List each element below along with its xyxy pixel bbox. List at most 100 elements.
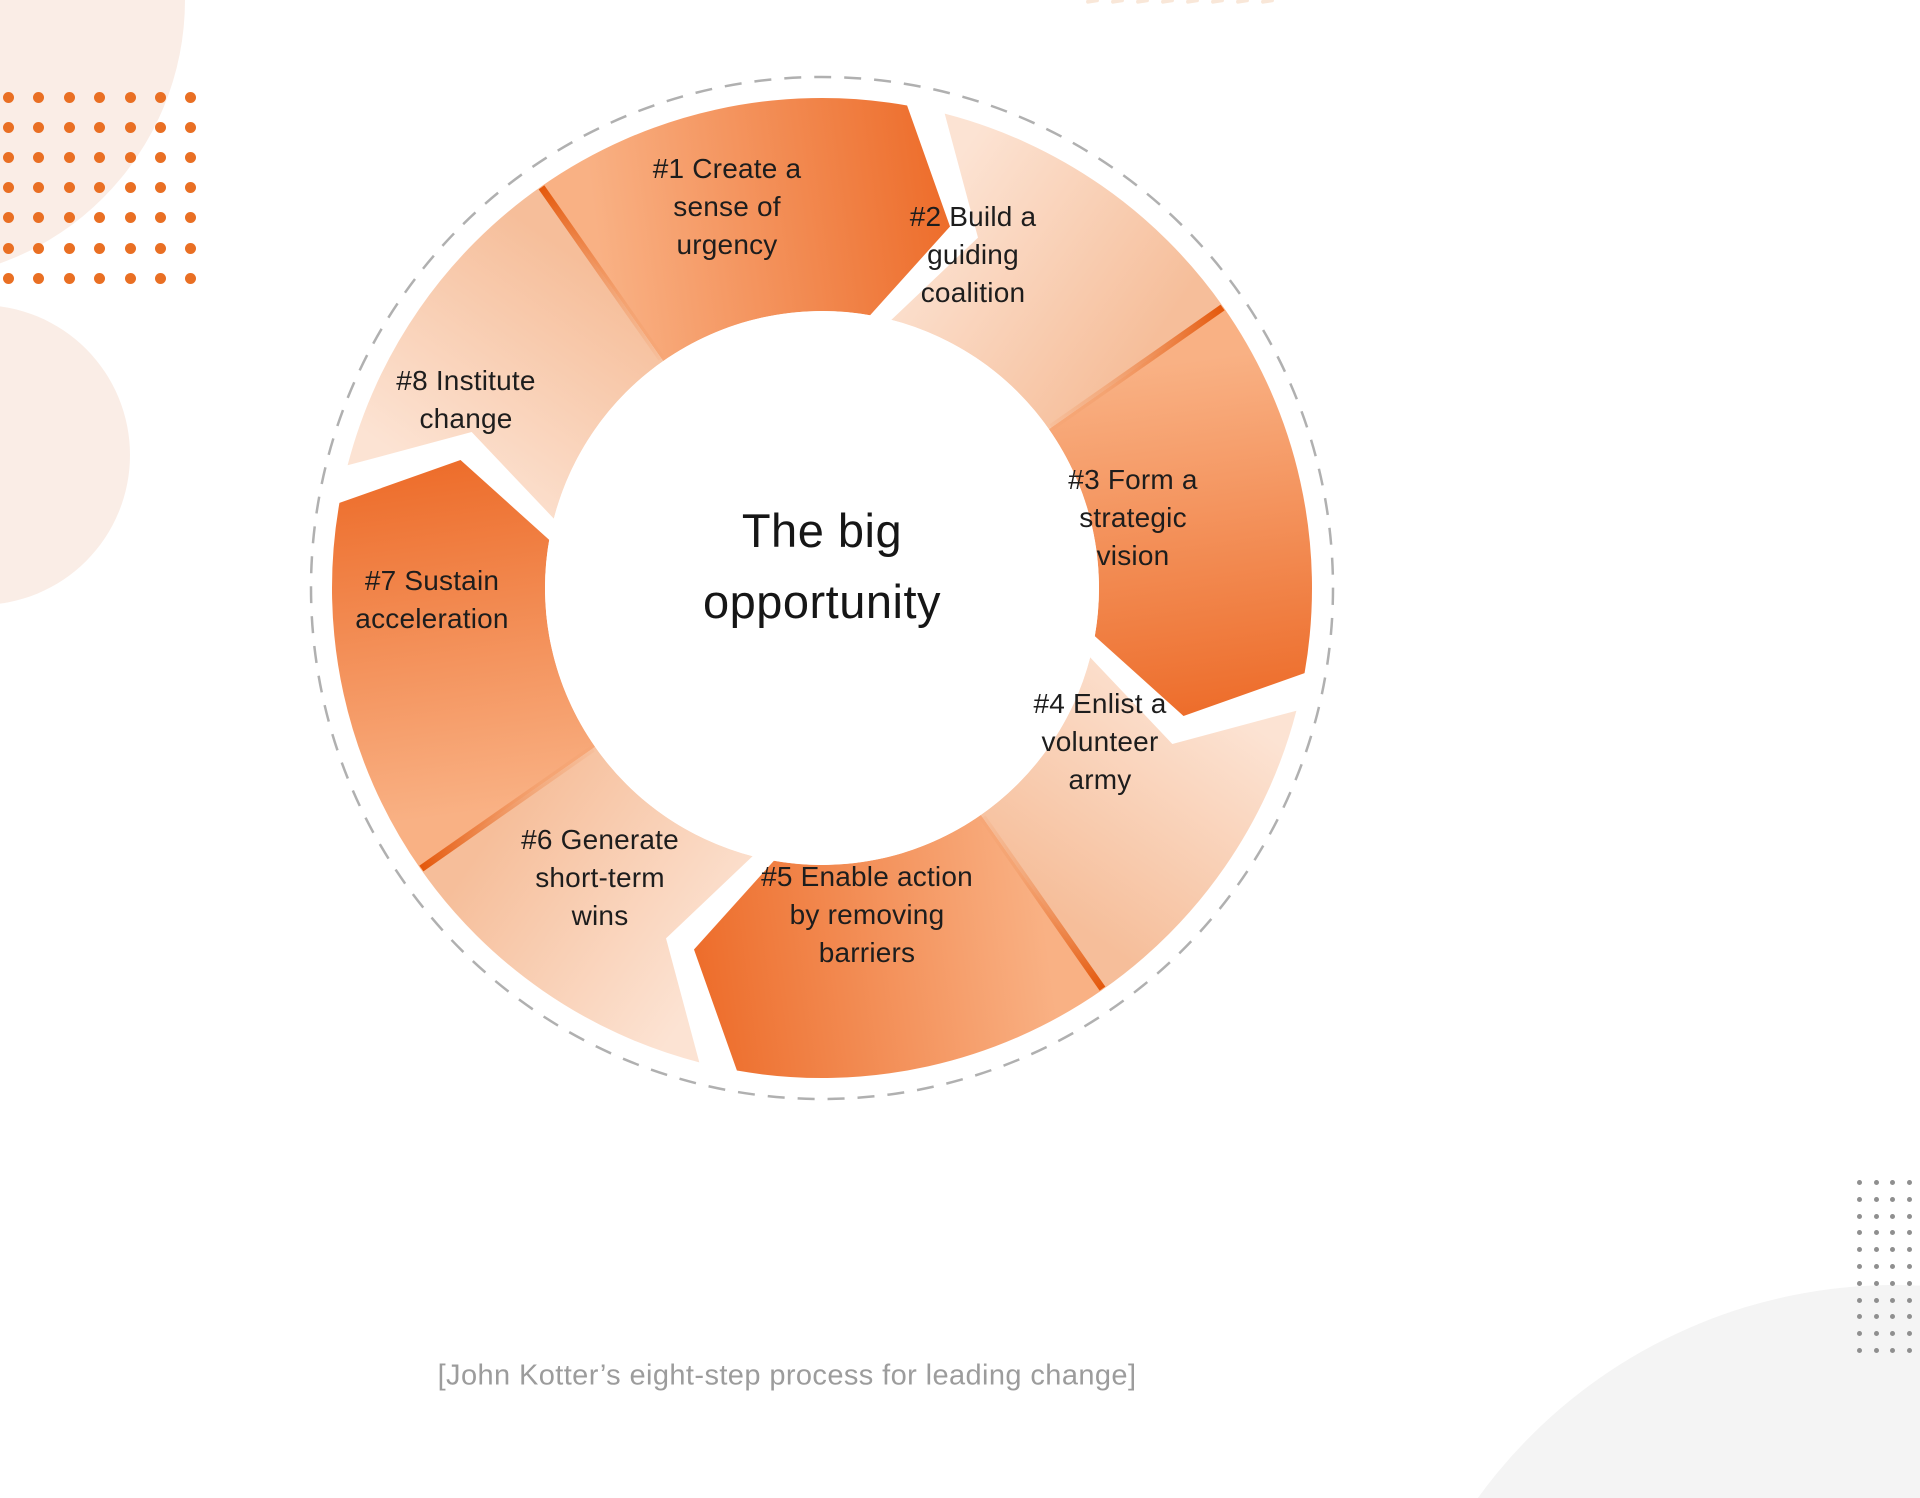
orange-dot [185,182,197,194]
step-2-label: #2 Build a guiding coalition [909,201,1037,308]
orange-dot [3,122,14,134]
gray-dot [1890,1331,1896,1337]
orange-dot [155,152,166,164]
orange-dot [33,242,45,254]
gray-dot [1890,1230,1896,1236]
gray-dot [1857,1264,1862,1269]
orange-dot [33,122,45,134]
orange-dot [124,212,136,224]
gray-dot [1857,1180,1862,1185]
gray-dot [1873,1348,1879,1353]
orange-dot [124,122,136,134]
gray-dot [1906,1348,1912,1353]
gray-dot [1873,1230,1879,1236]
gray-dot [1873,1264,1879,1269]
gray-dot [1873,1196,1879,1202]
step-1-label: #1 Create a sense of urgency [652,153,802,260]
step-7-segment [331,459,596,870]
orange-dot [185,122,197,134]
orange-dot [33,92,45,103]
orange-dot [185,242,197,254]
orange-dot [124,272,136,284]
gray-dot [1906,1297,1912,1303]
diagram-center-title: The big opportunity [702,504,942,628]
gray-dot [1873,1180,1879,1185]
orange-dot [3,212,14,224]
gray-dot [1906,1180,1912,1185]
orange-dot [94,212,106,224]
orange-dot [94,272,106,284]
segment-divider [419,745,595,872]
gray-dot [1873,1331,1879,1337]
orange-dot [3,92,14,103]
orange-dot [33,272,45,284]
outer-dashed-ring [309,75,1335,1101]
orange-dot [63,242,75,254]
orange-dot [63,182,75,194]
orange-dot [3,182,14,194]
gray-dot [1890,1180,1896,1185]
orange-dot [63,152,75,164]
gray-dot [1890,1264,1896,1269]
step-6-segment [420,746,753,1063]
gray-dot [1857,1297,1862,1303]
gray-dot [1873,1213,1879,1219]
segment-divider [538,185,665,361]
gray-dot [1906,1230,1912,1236]
step-4-label: #4 Enlist a volunteer army [1033,688,1167,795]
orange-dot [3,272,14,284]
step-2-segment [891,113,1224,430]
step-5-segment [693,814,1104,1079]
orange-dot [185,152,197,164]
orange-dot [124,152,136,164]
orange-dot [155,182,166,194]
gray-dot [1890,1348,1896,1353]
orange-dot [155,212,166,224]
orange-dot [63,272,75,284]
gray-dot [1873,1247,1879,1253]
figure-caption: [John Kotter’s eight-step process for le… [437,1359,1137,1392]
gray-dot [1906,1213,1912,1219]
gray-dot [1890,1314,1896,1320]
orange-dot [124,182,136,194]
orange-dot [185,212,197,224]
gray-dot [1906,1331,1912,1337]
gray-dot [1890,1280,1896,1286]
gray-dot [1890,1213,1896,1219]
gray-dot [1906,1247,1912,1253]
step-8-label: #8 Institute change [396,365,536,434]
orange-dot [3,152,14,164]
orange-dot [94,182,106,194]
step-7-label: #7 Sustain acceleration [355,565,509,634]
gray-dot [1873,1314,1879,1320]
orange-dot [3,242,14,254]
orange-dot [33,212,45,224]
orange-dot [94,242,106,254]
orange-dot [124,92,136,103]
orange-dot [63,92,75,103]
gray-dot [1906,1264,1912,1269]
orange-dot [155,272,166,284]
orange-dot [94,152,106,164]
step-6-label: #6 Generate short-term wins [521,824,679,931]
orange-dot [63,212,75,224]
orange-dot [94,92,106,103]
orange-dot [155,242,166,254]
gray-dot [1906,1196,1912,1202]
orange-dot [155,92,166,103]
gray-dot [1873,1297,1879,1303]
step-4-segment [980,657,1297,990]
gray-dot [1890,1247,1896,1253]
gray-dot [1857,1196,1862,1202]
gray-dot [1857,1348,1862,1353]
gray-dot [1906,1280,1912,1286]
gray-dot [1873,1280,1879,1286]
gray-dot [1857,1247,1862,1253]
gray-dot [1857,1280,1862,1286]
gray-dot [1857,1213,1862,1219]
segment-divider [1049,304,1225,431]
gray-dot [1857,1331,1862,1337]
gray-dot [1890,1297,1896,1303]
step-3-label: #3 Form a strategic vision [1068,464,1198,571]
